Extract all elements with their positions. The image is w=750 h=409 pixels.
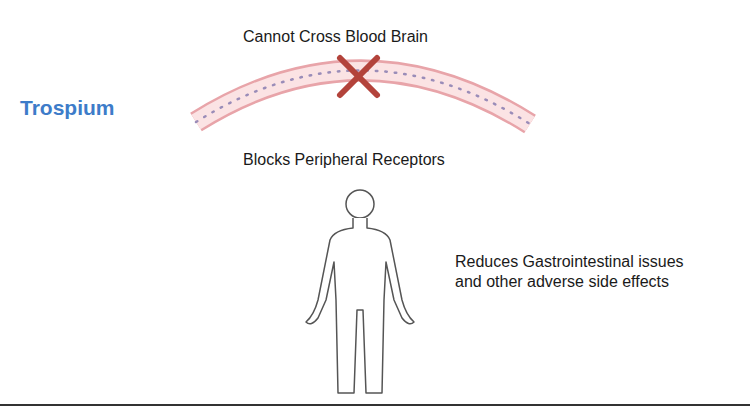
human-head	[346, 190, 374, 218]
effect-note: Reduces Gastrointestinal issues and othe…	[455, 252, 700, 292]
bottom-rule	[0, 404, 750, 406]
blocked-cross-mark	[340, 58, 377, 95]
human-body	[306, 218, 414, 393]
blocked-cross-mark	[340, 58, 377, 95]
mechanism-note: Blocks Peripheral Receptors	[243, 150, 503, 170]
barrier-note: Cannot Cross Blood Brain	[243, 27, 503, 47]
drug-name: Trospium	[20, 95, 220, 121]
